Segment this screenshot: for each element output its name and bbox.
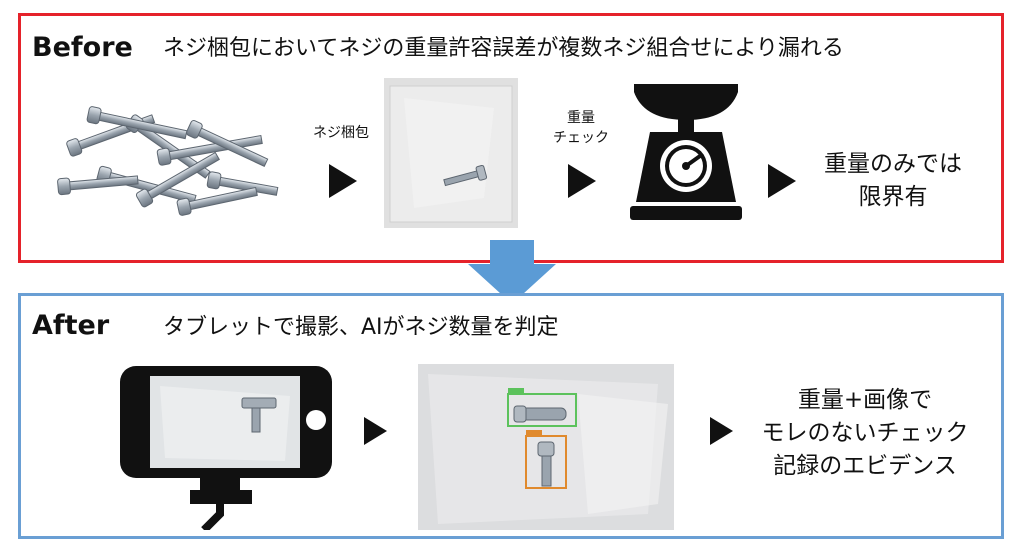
after-result-line1: 重量+画像で: [797, 387, 933, 413]
play-arrow-icon: [710, 417, 733, 445]
kitchen-scale-icon: [628, 80, 744, 224]
after-heading: After: [32, 310, 110, 341]
step1-label: ネジ梱包: [313, 125, 369, 141]
before-heading: Before: [32, 32, 133, 63]
after-result-line3: 記録のエビデンス: [773, 453, 957, 479]
bagged-screw-photo: [384, 78, 518, 228]
before-result: 重量のみでは 限界有: [807, 148, 979, 214]
after-result-line2: モレのないチェック: [761, 420, 969, 446]
before-result-line1: 重量のみでは: [824, 151, 962, 177]
play-arrow-icon: [568, 164, 596, 198]
tablet-icon: [120, 366, 336, 530]
step2-label-line1: 重量: [567, 110, 595, 126]
before-result-line2: 限界有: [858, 184, 928, 210]
after-subtitle: タブレットで撮影、AIがネジ数量を判定: [163, 315, 559, 340]
after-result: 重量+画像で モレのないチェック 記録のエビデンス: [744, 384, 986, 483]
down-arrow-icon: [468, 240, 556, 304]
step2-label-line2: チェック: [553, 130, 609, 146]
play-arrow-icon: [768, 164, 796, 198]
screw-pile-photo: [48, 86, 300, 226]
play-arrow-icon: [329, 164, 357, 198]
before-subtitle: ネジ梱包においてネジの重量許容誤差が複数ネジ組合せにより漏れる: [163, 36, 844, 61]
step2-label: 重量 チェック: [540, 108, 622, 148]
ai-detection-photo: [418, 364, 674, 530]
play-arrow-icon: [364, 417, 387, 445]
